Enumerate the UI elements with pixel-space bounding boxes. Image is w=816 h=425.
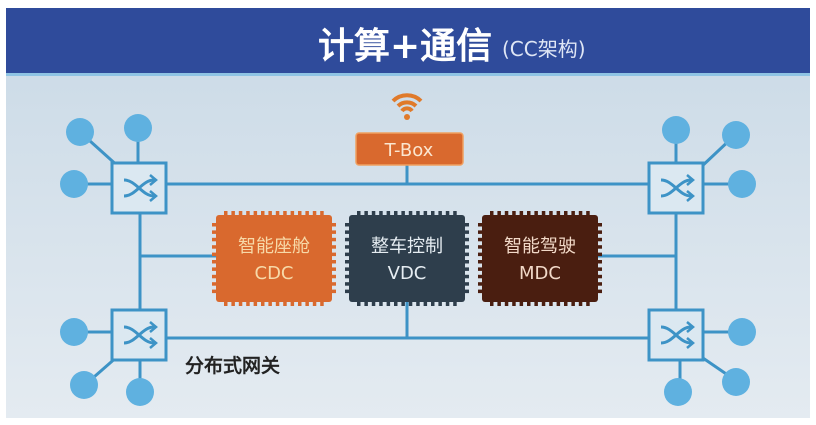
endpoint-node — [126, 378, 154, 406]
header-title: 计算+通信 — [318, 26, 492, 67]
endpoint-node — [70, 371, 98, 399]
endpoint-node — [124, 114, 152, 142]
endpoint-node — [60, 170, 88, 198]
endpoint-node — [664, 378, 692, 406]
endpoint-node — [722, 368, 750, 396]
chip-code: VDC — [388, 263, 427, 284]
endpoint-node — [728, 170, 756, 198]
chip-vdc: 整车控制 VDC — [345, 211, 469, 306]
wifi-icon — [391, 93, 423, 120]
gateway-switches — [110, 161, 705, 362]
header-divider — [6, 73, 810, 76]
tbox-box — [355, 132, 464, 166]
switch-icon — [110, 161, 168, 215]
chip-name: 智能座舱 — [238, 236, 310, 257]
chip-name: 整车控制 — [371, 236, 443, 257]
switch-icon — [110, 308, 168, 362]
switch-icon — [647, 308, 705, 362]
endpoint-node — [728, 318, 756, 346]
chip-code: MDC — [519, 263, 561, 284]
chip-mdc: 智能驾驶 MDC — [478, 211, 602, 306]
chip-name: 智能驾驶 — [504, 236, 576, 257]
chip-cdc: 智能座舱 CDC — [212, 211, 336, 306]
endpoint-nodes — [60, 114, 756, 406]
endpoint-node — [662, 116, 690, 144]
tbox-label: T-Box — [384, 140, 434, 161]
switch-icon — [647, 161, 705, 215]
endpoint-node — [60, 318, 88, 346]
header-bar — [6, 8, 810, 73]
gateway-label: 分布式网关 — [185, 354, 280, 377]
header-subtitle: (CC架构) — [502, 37, 586, 61]
endpoint-node — [66, 118, 94, 146]
chip-code: CDC — [255, 263, 294, 284]
endpoint-node — [722, 121, 750, 149]
